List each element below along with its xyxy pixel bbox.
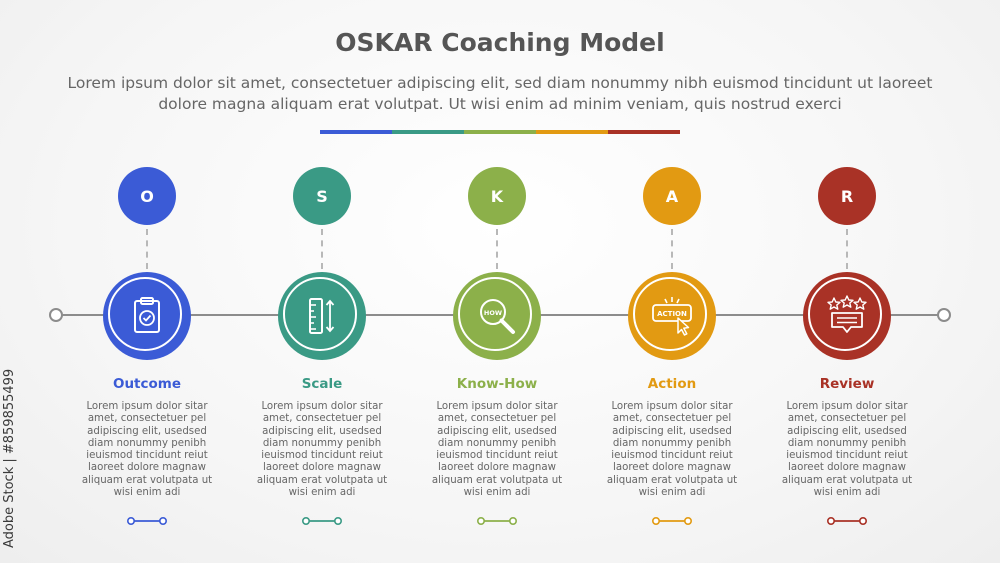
step-scale: S Scale Lorem ipsum dolor sitar amet, co… (247, 0, 397, 563)
color-bar-segment (320, 130, 392, 134)
step-title: Action (647, 376, 697, 392)
dashed-connector (671, 229, 673, 269)
step-title: Scale (301, 376, 343, 392)
step-description: Lorem ipsum dolor sitar amet, consectetu… (781, 401, 913, 499)
step-title: Review (819, 376, 875, 392)
inner-ring (808, 277, 882, 351)
dashed-connector (846, 229, 848, 269)
inner-ring (633, 277, 707, 351)
stock-watermark: Adobe Stock | #859855499 (2, 368, 17, 548)
step-review: R Review Lorem ipsum dolor sitar amet, c… (772, 0, 922, 563)
dashed-connector (321, 229, 323, 269)
inner-ring (108, 277, 182, 351)
step-title: Know-How (456, 376, 538, 392)
step-know-how: K HOW Know-How Lorem ipsum dolor sitar a… (422, 0, 572, 563)
color-bar-segment (536, 130, 608, 134)
color-divider-bar (320, 130, 680, 134)
step-action: A ACTION Action Lorem ipsum dolor sitar … (597, 0, 747, 563)
timeline-end-dot (937, 308, 951, 322)
step-circle (278, 272, 366, 360)
timeline-start-dot (49, 308, 63, 322)
step-circle (803, 272, 891, 360)
page-subtitle: Lorem ipsum dolor sit amet, consectetuer… (67, 74, 933, 113)
letter-badge: S (293, 167, 351, 225)
step-outcome: O Outcome Lorem ipsum dolor sitar amet, … (72, 0, 222, 563)
mini-connector-icon (126, 516, 167, 526)
icon-label: ACTION (657, 310, 687, 318)
color-bar-segment (608, 130, 680, 134)
letter-badge: K (468, 167, 526, 225)
dashed-connector (146, 229, 148, 269)
action-button-icon: ACTION (652, 297, 692, 336)
review-stars-icon (827, 295, 867, 333)
step-description: Lorem ipsum dolor sitar amet, consectetu… (606, 401, 738, 499)
mini-connector-icon (301, 516, 342, 526)
clipboard-check-icon (134, 297, 160, 333)
inner-ring (283, 277, 357, 351)
step-circle: ACTION (628, 272, 716, 360)
ruler-scale-icon (309, 298, 335, 334)
how-magnifier-icon: HOW (480, 299, 515, 334)
color-bar-segment (392, 130, 464, 134)
letter-badge: O (118, 167, 176, 225)
step-description: Lorem ipsum dolor sitar amet, consectetu… (256, 401, 388, 499)
mini-connector-icon (651, 516, 692, 526)
icon-label: HOW (484, 309, 502, 317)
color-bar-segment (464, 130, 536, 134)
mini-connector-icon (826, 516, 867, 526)
step-title: Outcome (112, 376, 182, 392)
step-description: Lorem ipsum dolor sitar amet, consectetu… (81, 401, 213, 499)
inner-ring (458, 277, 532, 351)
step-description: Lorem ipsum dolor sitar amet, consectetu… (431, 401, 563, 499)
letter-badge: A (643, 167, 701, 225)
step-circle (103, 272, 191, 360)
dashed-connector (496, 229, 498, 269)
page-title: OSKAR Coaching Model (335, 28, 665, 57)
mini-connector-icon (476, 516, 517, 526)
step-circle: HOW (453, 272, 541, 360)
letter-badge: R (818, 167, 876, 225)
